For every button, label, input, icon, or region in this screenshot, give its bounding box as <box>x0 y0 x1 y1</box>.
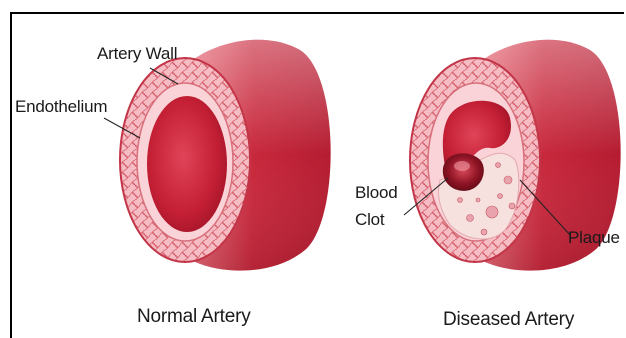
blood-clot-label-line2: Clot <box>355 210 384 230</box>
diseased-artery-caption: Diseased Artery <box>443 309 574 331</box>
normal-lumen <box>147 96 227 232</box>
plaque-label: Plaque <box>568 228 620 248</box>
normal-artery-caption: Normal Artery <box>137 306 251 328</box>
endothelium-label: Endothelium <box>15 97 107 117</box>
normal-artery <box>120 40 331 271</box>
artery-wall-label: Artery Wall <box>97 44 177 64</box>
blood-clot-label-line1: Blood <box>355 183 397 203</box>
